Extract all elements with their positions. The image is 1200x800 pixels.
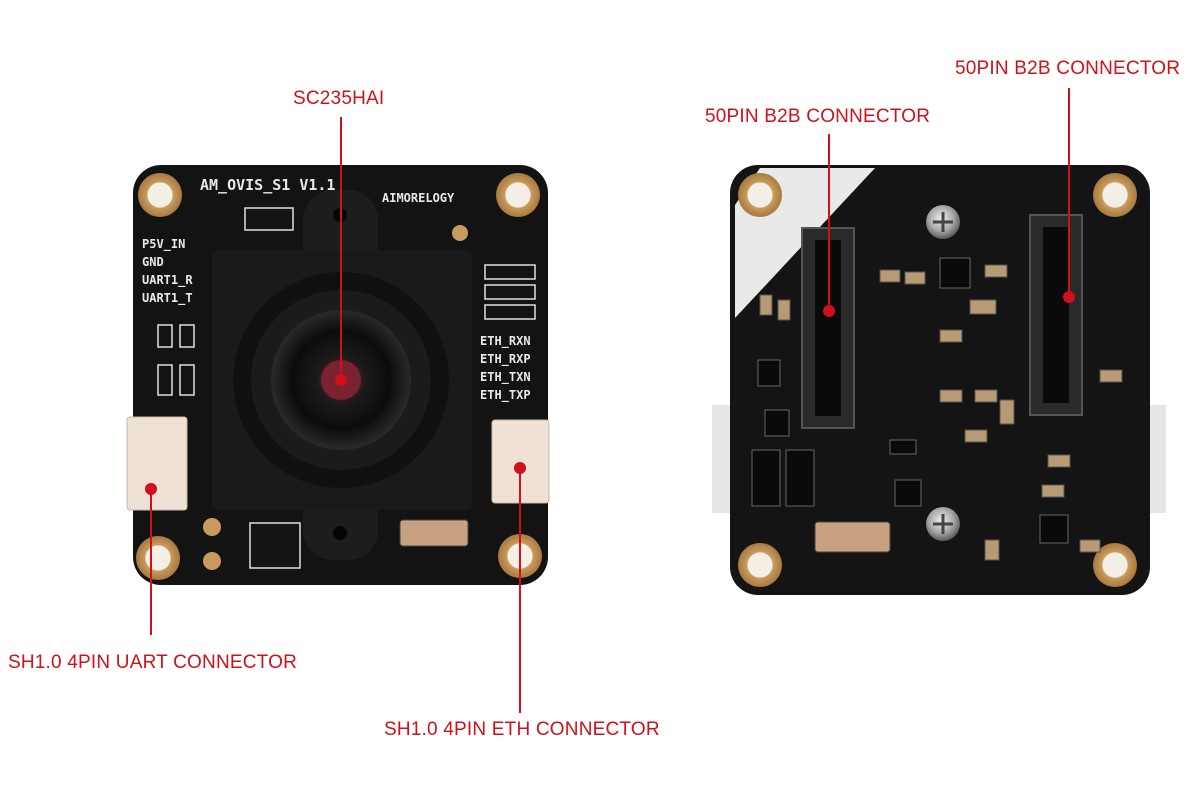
mounting-pad xyxy=(1093,543,1137,587)
pin-label: ETH_TXP xyxy=(480,388,531,403)
pin-label: UART1_T xyxy=(142,291,193,306)
front-board: AM_OVIS_S1 V1.1 AIMORELOGY P5V_IN GND UA… xyxy=(126,165,550,585)
mounting-pad xyxy=(136,536,180,580)
b2b-left-callout-label: 50PIN B2B CONNECTOR xyxy=(705,106,931,127)
pin-label: UART1_R xyxy=(142,273,193,288)
connector-edge xyxy=(712,405,730,513)
pin-label: GND xyxy=(142,255,164,269)
sensor-callout-label: SC235HAI xyxy=(293,88,385,109)
capacitor xyxy=(814,521,891,553)
mounting-pad xyxy=(1093,173,1137,217)
b2b-right-callout-label: 50PIN B2B CONNECTOR xyxy=(955,58,1181,79)
back-board xyxy=(712,165,1166,595)
pin-label: P5V_IN xyxy=(142,237,185,252)
capacitor xyxy=(399,519,469,547)
pin-label: ETH_RXN xyxy=(480,334,531,349)
board-marking: AM_OVIS_S1 V1.1 xyxy=(200,176,335,194)
brand-logo: AIMORELOGY xyxy=(382,191,455,205)
callout-lines xyxy=(150,88,1070,713)
mounting-pad xyxy=(138,173,182,217)
pin-label: ETH_TXN xyxy=(480,370,531,385)
mounting-pad xyxy=(738,173,782,217)
pin-labels-left: P5V_IN GND UART1_R UART1_T xyxy=(142,237,193,306)
uart-connector xyxy=(126,416,188,511)
mounting-pad xyxy=(738,543,782,587)
mounting-pad xyxy=(496,173,540,217)
connector-edge xyxy=(1148,405,1166,513)
uart-connector-callout-label: SH1.0 4PIN UART CONNECTOR xyxy=(8,652,298,673)
eth-connector-callout-label: SH1.0 4PIN ETH CONNECTOR xyxy=(384,719,660,740)
pin-labels-right: ETH_RXN ETH_RXP ETH_TXN ETH_TXP xyxy=(480,334,531,403)
pin-label: ETH_RXP xyxy=(480,352,531,367)
